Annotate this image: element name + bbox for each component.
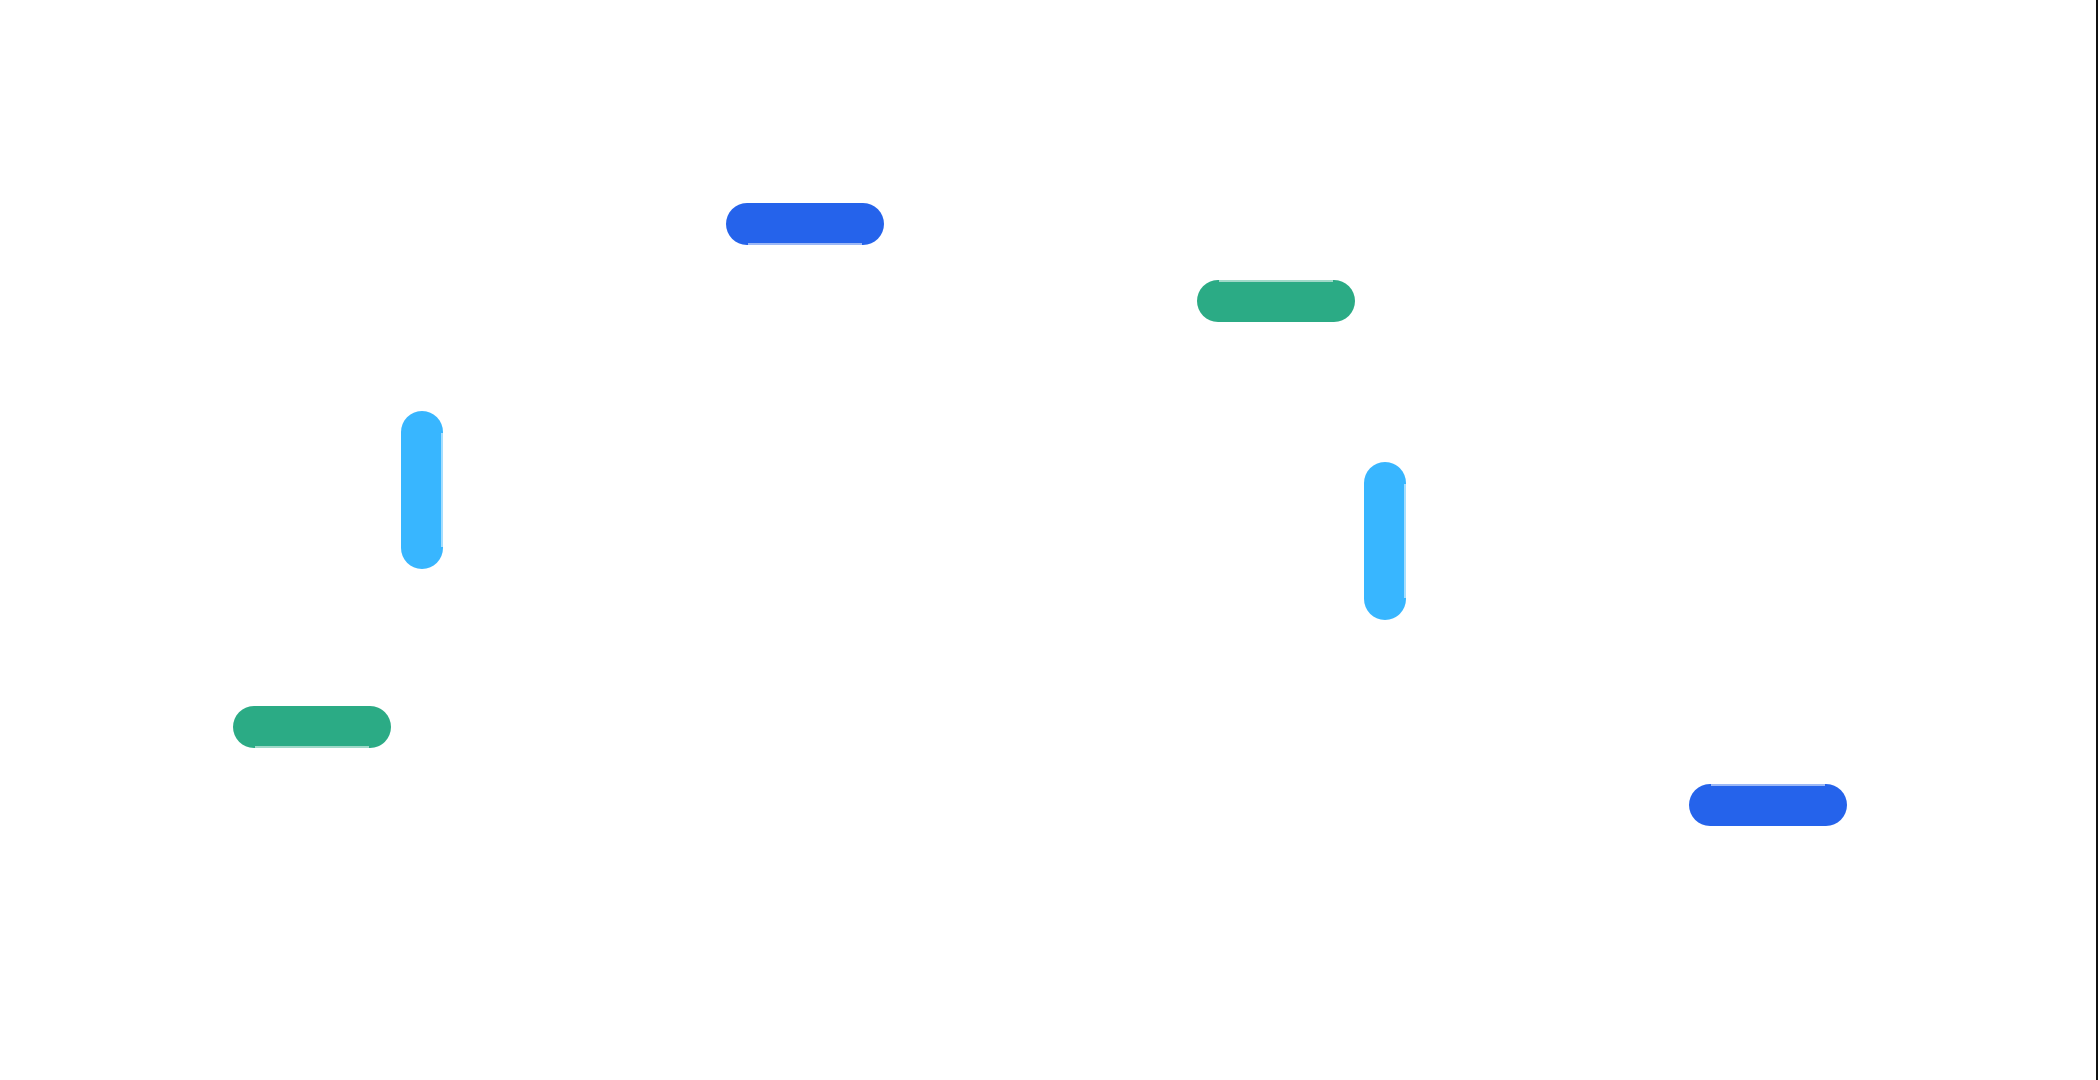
blue-horizontal-pill[interactable] bbox=[1689, 784, 1847, 826]
sky-vertical-pill[interactable] bbox=[1364, 462, 1406, 620]
right-edge-divider bbox=[2096, 0, 2098, 1080]
sky-vertical-pill[interactable] bbox=[401, 411, 443, 569]
green-horizontal-pill[interactable] bbox=[1197, 280, 1355, 322]
blue-horizontal-pill[interactable] bbox=[726, 203, 884, 245]
green-horizontal-pill[interactable] bbox=[233, 706, 391, 748]
